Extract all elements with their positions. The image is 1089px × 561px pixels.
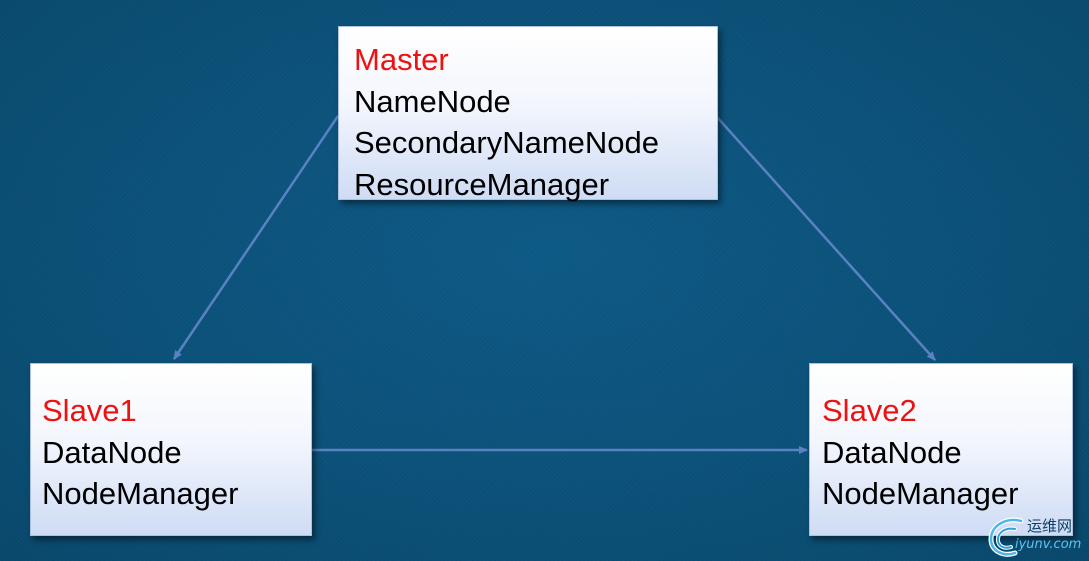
slave1-node-nodemanager: NodeManager <box>42 476 239 511</box>
slave1-node-title: Slave1 <box>42 393 137 428</box>
slave1-node-datanode: DataNode <box>42 434 182 470</box>
slave2-node-nodemanager: NodeManager <box>822 476 1019 511</box>
master-node-title: Master <box>354 42 449 77</box>
master-node-resourcemanager: ResourceManager <box>354 166 610 202</box>
edge-master-to-slave2 <box>715 115 936 361</box>
watermark-brand: 运维网 <box>1027 517 1073 535</box>
slave2-node-title: Slave2 <box>822 393 917 428</box>
watermark: 运维网 iyunv.com <box>985 513 1089 561</box>
master-node-box: Master NameNode SecondaryNameNode Resour… <box>338 26 718 202</box>
master-node-namenode: NameNode <box>354 83 511 119</box>
edge-master-to-slave1 <box>172 115 340 360</box>
slave1-node-box: Slave1 DataNode NodeManager <box>30 363 312 536</box>
watermark-site: iyunv.com <box>1015 537 1082 552</box>
master-node-secondarynamenode: SecondaryNameNode <box>354 125 660 160</box>
slave2-node-box: Slave2 DataNode NodeManager <box>809 363 1073 536</box>
slave2-node-datanode: DataNode <box>822 434 962 470</box>
swirl-logo-icon <box>988 517 1024 557</box>
